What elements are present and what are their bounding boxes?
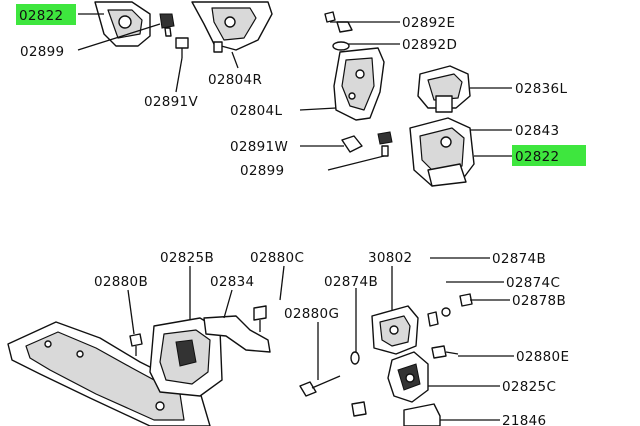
label-02880g[interactable]: 02880G [284,306,339,322]
label-02874b-a[interactable]: 02874B [492,251,546,267]
label-02825c[interactable]: 02825C [502,379,556,395]
label-02822-top[interactable]: 02822 [19,8,63,24]
top-right-mount-assembly [324,11,475,187]
label-02874c[interactable]: 02874C [506,275,560,291]
label-02874b-b[interactable]: 02874B [324,274,378,290]
top-left-mount-assembly [94,1,273,58]
label-02836l[interactable]: 02836L [515,81,567,97]
label-30802[interactable]: 30802 [368,250,412,266]
label-21846[interactable]: 21846 [502,413,546,426]
label-02804l[interactable]: 02804L [230,103,282,119]
label-02822-right[interactable]: 02822 [515,149,559,165]
label-02825b[interactable]: 02825B [160,250,214,266]
label-02899-b[interactable]: 02899 [240,163,284,179]
label-02843[interactable]: 02843 [515,123,559,139]
part-labels: 02822 02899 02891V 02804R 02892E 02892D … [19,8,569,426]
label-02899-a[interactable]: 02899 [20,44,64,60]
label-02878b[interactable]: 02878B [512,293,566,309]
leader-lines [77,13,514,421]
label-02880c[interactable]: 02880C [250,250,304,266]
label-02880e[interactable]: 02880E [516,349,569,365]
bottom-right-mount-assembly [299,293,473,426]
label-02834[interactable]: 02834 [210,274,254,290]
label-02880b[interactable]: 02880B [94,274,148,290]
label-02892e[interactable]: 02892E [402,15,455,31]
highlight-02822-top [16,4,76,25]
label-02892d[interactable]: 02892D [402,37,457,53]
bottom-left-mount-assembly [7,305,271,426]
label-02891v[interactable]: 02891V [144,94,198,110]
label-02804r[interactable]: 02804R [208,72,262,88]
label-02891w[interactable]: 02891W [230,139,288,155]
highlight-02822-right [512,145,586,166]
